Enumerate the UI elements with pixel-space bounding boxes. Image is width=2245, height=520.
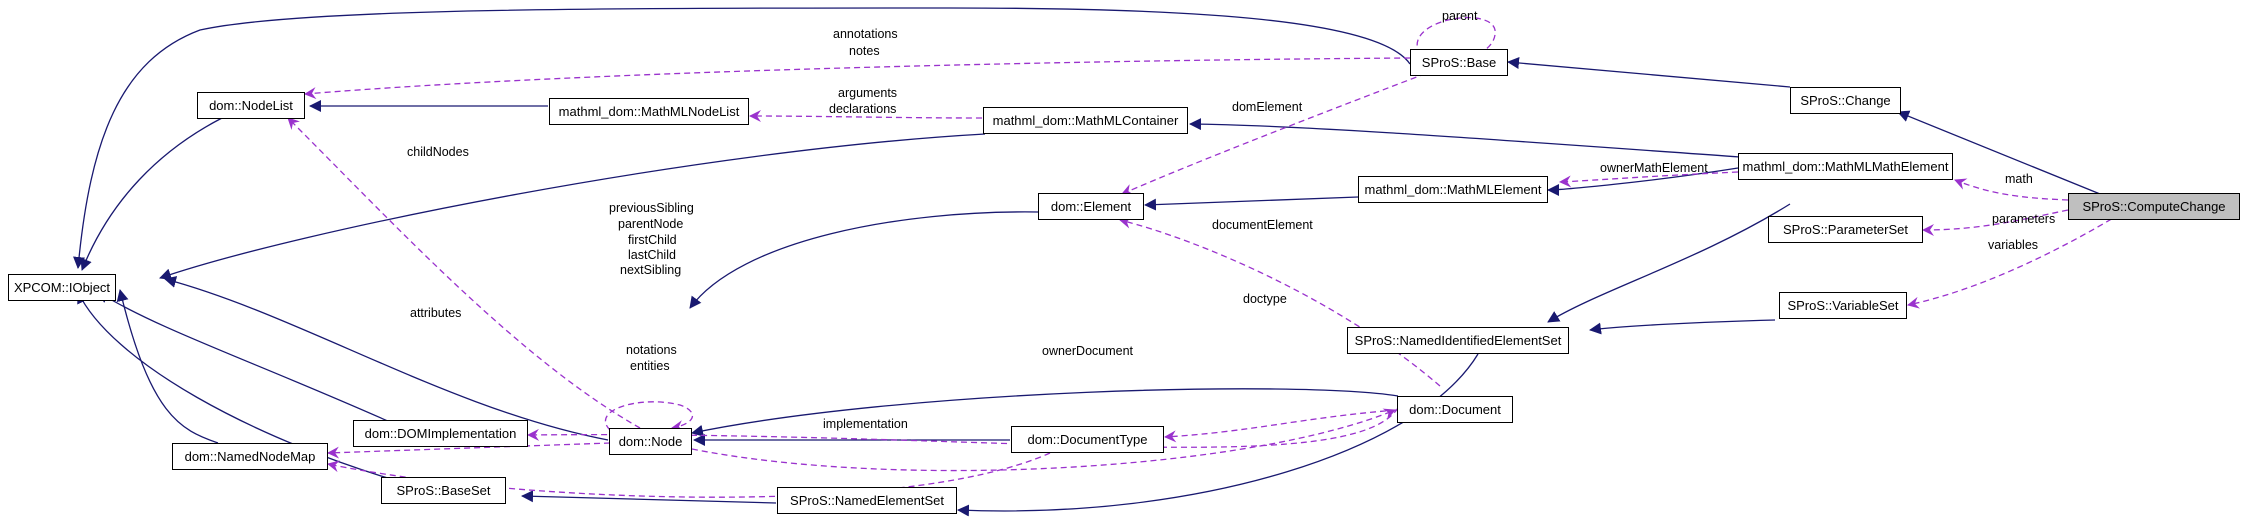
label-attributes: attributes <box>410 306 461 320</box>
label-doctype: doctype <box>1243 292 1287 306</box>
edge-annotations-notes <box>304 57 1411 100</box>
label-annotations: annotations <box>833 27 898 41</box>
edge-attributes <box>327 442 611 459</box>
edge-mathelement-to-container <box>1189 118 1741 158</box>
label-lastchild: lastChild <box>628 248 676 262</box>
label-previoussibling: previousSibling <box>609 201 694 215</box>
edge-node-to-iobject <box>164 276 609 441</box>
label-math: math <box>2005 172 2033 186</box>
node-dom-element[interactable]: dom::Element <box>1038 193 1144 220</box>
label-parameters: parameters <box>1992 212 2055 226</box>
label-ownerdocument: ownerDocument <box>1042 344 1134 358</box>
edge-computechange-to-change <box>1897 110 2106 197</box>
edge-document-to-node <box>691 388 1399 437</box>
edge-mathmlelement-to-element <box>1144 196 1359 211</box>
label-notations: notations <box>626 343 677 357</box>
label-nextsibling: nextSibling <box>620 263 681 277</box>
label-entities: entities <box>630 359 670 373</box>
node-spros-variableset[interactable]: SProS::VariableSet <box>1779 292 1907 319</box>
edge-parameterset-to-nidset <box>1547 203 1791 323</box>
edge-variableset-to-nidset <box>1589 319 1776 335</box>
node-dom-document[interactable]: dom::Document <box>1397 396 1513 423</box>
label-childnodes: childNodes <box>407 145 469 159</box>
node-spros-base[interactable]: SProS::Base <box>1410 49 1508 76</box>
edge-container-to-iobject <box>159 133 986 281</box>
node-dom-nodelist[interactable]: dom::NodeList <box>197 92 305 119</box>
edge-change-to-base <box>1507 56 1791 88</box>
edge-childnodes <box>287 117 641 429</box>
node-xpcom-iobject[interactable]: XPCOM::IObject <box>8 274 116 301</box>
node-dom-domimplementation[interactable]: dom::DOMImplementation <box>353 420 528 447</box>
edge-baseset-to-iobject <box>77 291 419 488</box>
edge-parameters <box>1922 209 2069 236</box>
edge-ownerdocument <box>691 408 1396 472</box>
edge-domimpl-to-iobject <box>97 291 391 423</box>
node-spros-parameterset[interactable]: SProS::ParameterSet <box>1768 216 1923 243</box>
node-spros-namedidentifiedelementset[interactable]: SProS::NamedIdentifiedElementSet <box>1347 327 1569 354</box>
edge-base-to-iobject <box>73 7 1411 269</box>
label-ownermathelement: ownerMathElement <box>1600 161 1708 175</box>
edge-ownermathelement <box>1559 171 1739 188</box>
label-implementation: implementation <box>823 417 908 431</box>
label-arguments: arguments <box>838 86 897 100</box>
label-notes: notes <box>849 44 880 58</box>
label-declarations: declarations <box>829 102 896 116</box>
edge-element-to-node <box>689 211 1039 309</box>
inheritance-edges <box>73 7 2106 517</box>
edge-domelement <box>1121 69 1436 196</box>
edge-namedelementset-to-baseset <box>521 490 777 504</box>
node-spros-baseset[interactable]: SProS::BaseSet <box>381 477 506 504</box>
edge-doctype <box>1164 409 1397 443</box>
node-spros-computechange[interactable]: SProS::ComputeChange <box>2068 193 2240 220</box>
node-mathml-container[interactable]: mathml_dom::MathMLContainer <box>983 107 1188 134</box>
edge-labels: parent annotations notes arguments decla… <box>407 9 2055 431</box>
label-firstchild: firstChild <box>628 233 677 247</box>
node-dom-documenttype[interactable]: dom::DocumentType <box>1011 426 1164 453</box>
node-mathml-element[interactable]: mathml_dom::MathMLElement <box>1358 176 1548 203</box>
label-parentnode: parentNode <box>618 217 683 231</box>
node-dom-namednodemap[interactable]: dom::NamedNodeMap <box>172 443 328 470</box>
node-spros-change[interactable]: SProS::Change <box>1790 87 1901 114</box>
label-domelement: domElement <box>1232 100 1303 114</box>
node-spros-namedelementset[interactable]: SProS::NamedElementSet <box>777 487 957 514</box>
label-parent: parent <box>1442 9 1478 23</box>
edge-math <box>1954 178 2069 201</box>
edge-node-self <box>604 401 693 433</box>
edge-mathelement-to-mathmlelement <box>1547 167 1739 196</box>
label-variables: variables <box>1988 238 2038 252</box>
edge-variables <box>1907 213 2121 309</box>
label-documentelement: documentElement <box>1212 218 1313 232</box>
edge-nidset-to-namedelementset <box>957 353 1479 517</box>
edge-arguments-declarations <box>749 110 983 123</box>
node-dom-node[interactable]: dom::Node <box>609 428 692 455</box>
node-mathml-nodelist[interactable]: mathml_dom::MathMLNodeList <box>549 98 749 125</box>
edge-namednodemap-to-iobject <box>116 289 219 444</box>
edge-nodelist-to-iobject <box>80 117 223 271</box>
node-mathml-mathelement[interactable]: mathml_dom::MathMLMathElement <box>1738 153 1953 180</box>
